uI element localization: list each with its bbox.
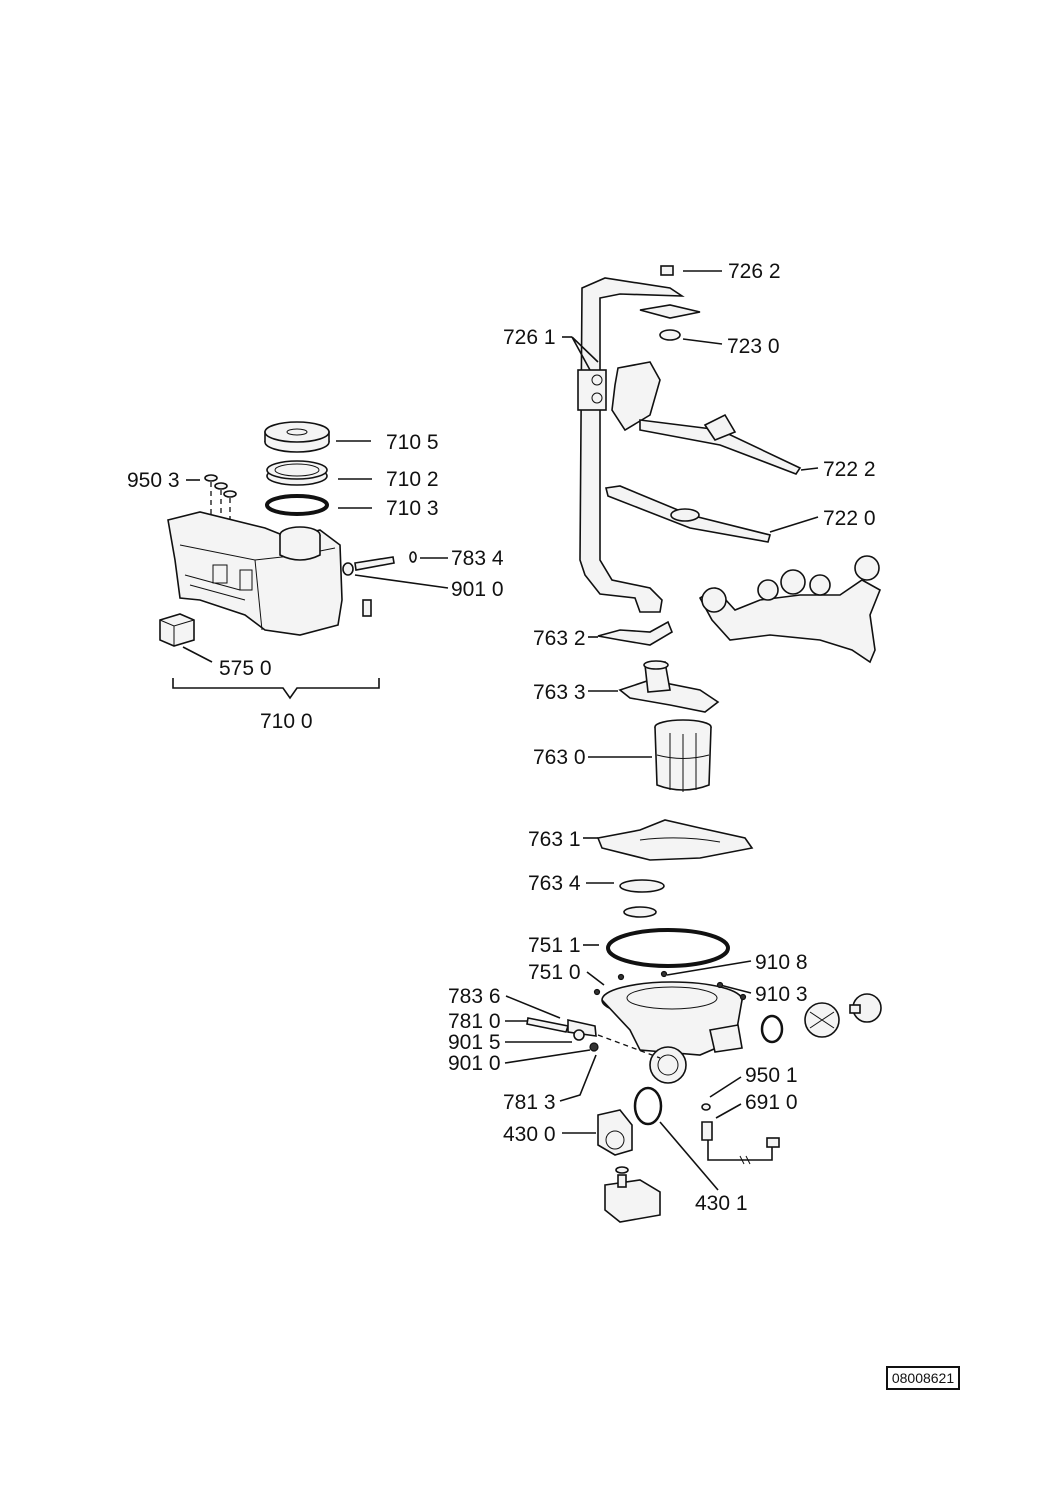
label-722-0: 722 0 — [823, 507, 876, 530]
leader-910-8 — [666, 960, 752, 976]
label-910-3: 910 3 — [755, 983, 808, 1006]
label-901-5: 901 5 — [448, 1031, 501, 1054]
label-901-0-top: 901 0 — [451, 578, 504, 601]
label-763-3: 763 3 — [533, 681, 586, 704]
label-710-5: 710 5 — [386, 431, 439, 454]
fine-filter-763-1 — [596, 819, 754, 861]
label-430-1: 430 1 — [695, 1192, 748, 1215]
label-691-0: 691 0 — [745, 1091, 798, 1114]
label-781-3: 781 3 — [503, 1091, 556, 1114]
spray-arm-manifold — [698, 555, 882, 664]
micro-filter-763-0 — [654, 719, 712, 792]
sump-751-0 — [601, 981, 882, 1084]
label-710-3: 710 3 — [386, 497, 439, 520]
clip-763-2 — [597, 620, 673, 646]
leader-901-0-bottom — [504, 1049, 591, 1064]
leader-723-0 — [682, 338, 723, 345]
label-726-2: 726 2 — [728, 260, 781, 283]
pin-783-4-and-901-0 — [342, 551, 417, 617]
document-id-box: 08008621 — [886, 1366, 960, 1390]
nut-726-2 — [660, 265, 674, 276]
heater-781-0 — [526, 1017, 661, 1059]
label-763-4: 763 4 — [528, 872, 581, 895]
label-910-8: 910 8 — [755, 951, 808, 974]
leader-722-0 — [769, 516, 819, 533]
label-763-1: 763 1 — [528, 828, 581, 851]
label-763-2: 763 2 — [533, 627, 586, 650]
nut-ring-710-2 — [266, 460, 328, 486]
label-901-0-bottom: 901 0 — [448, 1052, 501, 1075]
label-710-0: 710 0 — [260, 710, 313, 733]
coarse-filter-763-3 — [618, 660, 720, 713]
hub-723-0 — [639, 304, 701, 341]
gasket-710-3 — [265, 494, 329, 516]
sump-gasket-751-1 — [606, 928, 730, 968]
pump-430-0 — [597, 1109, 661, 1223]
label-950-1: 950 1 — [745, 1064, 798, 1087]
leader-430-1 — [659, 1121, 719, 1191]
label-751-0: 751 0 — [528, 961, 581, 984]
seal-763-4 — [619, 879, 665, 918]
level-sensor-691-0 — [701, 1103, 780, 1165]
label-710-2: 710 2 — [386, 468, 439, 491]
leader-781-3 — [559, 1054, 597, 1102]
label-723-0: 723 0 — [727, 335, 780, 358]
bracket-710-0 — [172, 678, 380, 700]
filler-cap-710-5 — [264, 421, 330, 453]
label-783-6: 783 6 — [448, 985, 501, 1008]
label-430-0: 430 0 — [503, 1123, 556, 1146]
leader-751-0 — [586, 971, 605, 986]
leader-950-1 — [709, 1076, 742, 1098]
supply-tube-726-1 — [577, 277, 685, 613]
spray-arm-722-0 — [605, 485, 771, 543]
label-950-3: 950 3 — [127, 469, 180, 492]
label-781-0: 781 0 — [448, 1010, 501, 1033]
leader-722-2 — [800, 467, 819, 471]
seal-430-1 — [633, 1086, 663, 1126]
leader-726-1-split — [571, 336, 599, 371]
leader-783-6 — [505, 995, 561, 1019]
screws-910 — [593, 970, 747, 1001]
leader-901-0-top — [354, 574, 449, 589]
label-783-4: 783 4 — [451, 547, 504, 570]
label-726-1: 726 1 — [503, 326, 556, 349]
upper-spray-arm-722-2 — [611, 361, 802, 475]
label-722-2: 722 2 — [823, 458, 876, 481]
leader-575-0 — [182, 646, 213, 663]
label-763-0: 763 0 — [533, 746, 586, 769]
leader-910-3 — [719, 984, 752, 994]
leader-691-0 — [715, 1103, 742, 1119]
sensor-575-0 — [159, 613, 195, 647]
label-751-1: 751 1 — [528, 934, 581, 957]
softener-body-710-0 — [167, 511, 343, 636]
label-575-0: 575 0 — [219, 657, 272, 680]
